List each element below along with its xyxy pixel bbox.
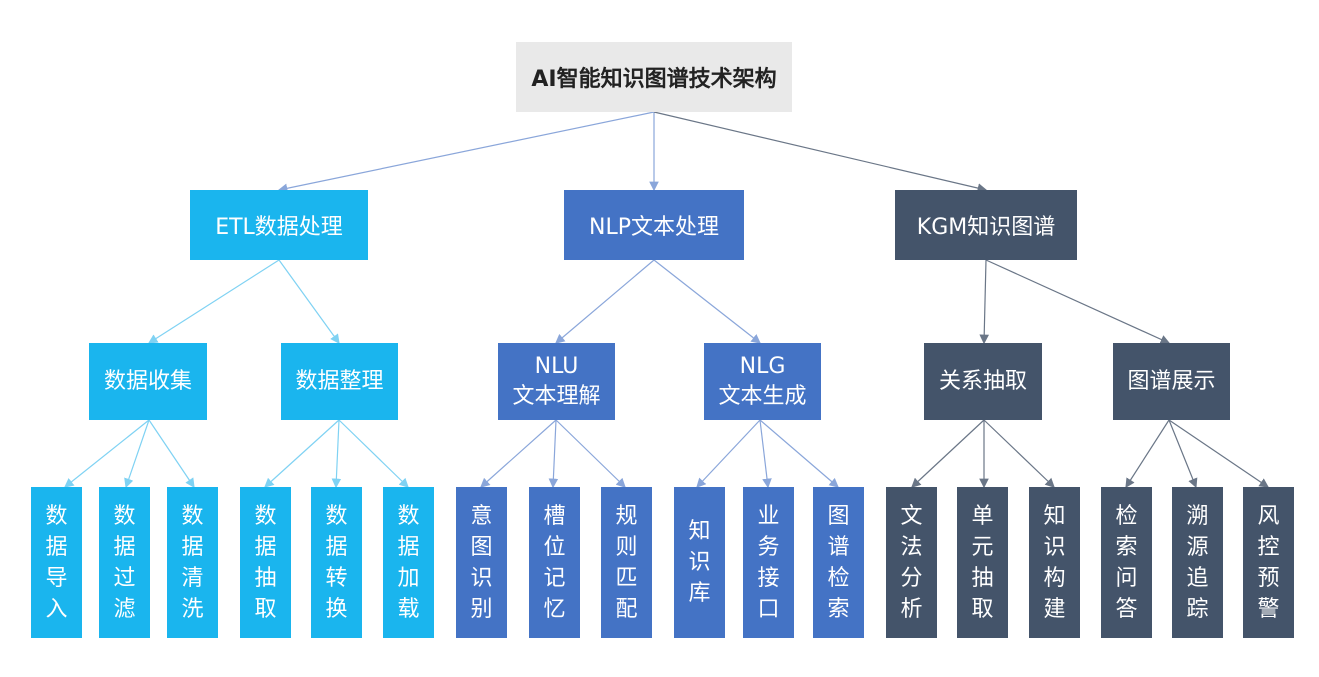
node-data-collect: 数据收集	[89, 343, 207, 420]
leaf-node: 数据抽取	[240, 487, 291, 638]
leaf-node: 数据转换	[311, 487, 362, 638]
node-etl: ETL数据处理	[190, 190, 368, 260]
leaf-node: 单元抽取	[957, 487, 1008, 638]
node-nlp: NLP文本处理	[564, 190, 744, 260]
leaf-node: 规则匹配	[601, 487, 652, 638]
node-nlg: NLG 文本生成	[704, 343, 821, 420]
node-nlu-line1: NLU	[534, 353, 579, 379]
leaf-node: 数据过滤	[99, 487, 150, 638]
leaf-node: 数据加载	[383, 487, 434, 638]
node-graph-display: 图谱展示	[1113, 343, 1230, 420]
node-data-organize: 数据整理	[281, 343, 398, 420]
leaf-node: 业务接口	[743, 487, 794, 638]
node-nlu: NLU 文本理解	[498, 343, 615, 420]
node-relation-extract: 关系抽取	[924, 343, 1042, 420]
leaf-node: 数据清洗	[167, 487, 218, 638]
leaf-node: 图谱检索	[813, 487, 864, 638]
node-nlg-line1: NLG	[739, 353, 786, 379]
leaf-node: 数据导入	[31, 487, 82, 638]
leaf-node: 知识库	[674, 487, 725, 638]
leaf-node: 溯源追踪	[1172, 487, 1223, 638]
edge-root-kgm	[653, 111, 988, 193]
leaf-node: 检索问答	[1101, 487, 1152, 638]
leaf-node: 风控预警	[1243, 487, 1294, 638]
node-nlg-line2: 文本生成	[718, 383, 807, 409]
leaf-node: 知识构建	[1029, 487, 1080, 638]
diagram-title: AI智能知识图谱技术架构	[516, 42, 792, 112]
node-nlu-line2: 文本理解	[512, 383, 601, 409]
leaf-node: 文法分析	[886, 487, 937, 638]
node-kgm: KGM知识图谱	[895, 190, 1077, 260]
leaf-node: 槽位记忆	[529, 487, 580, 638]
leaf-node: 意图识别	[456, 487, 507, 638]
edge-root-etl	[277, 111, 655, 193]
